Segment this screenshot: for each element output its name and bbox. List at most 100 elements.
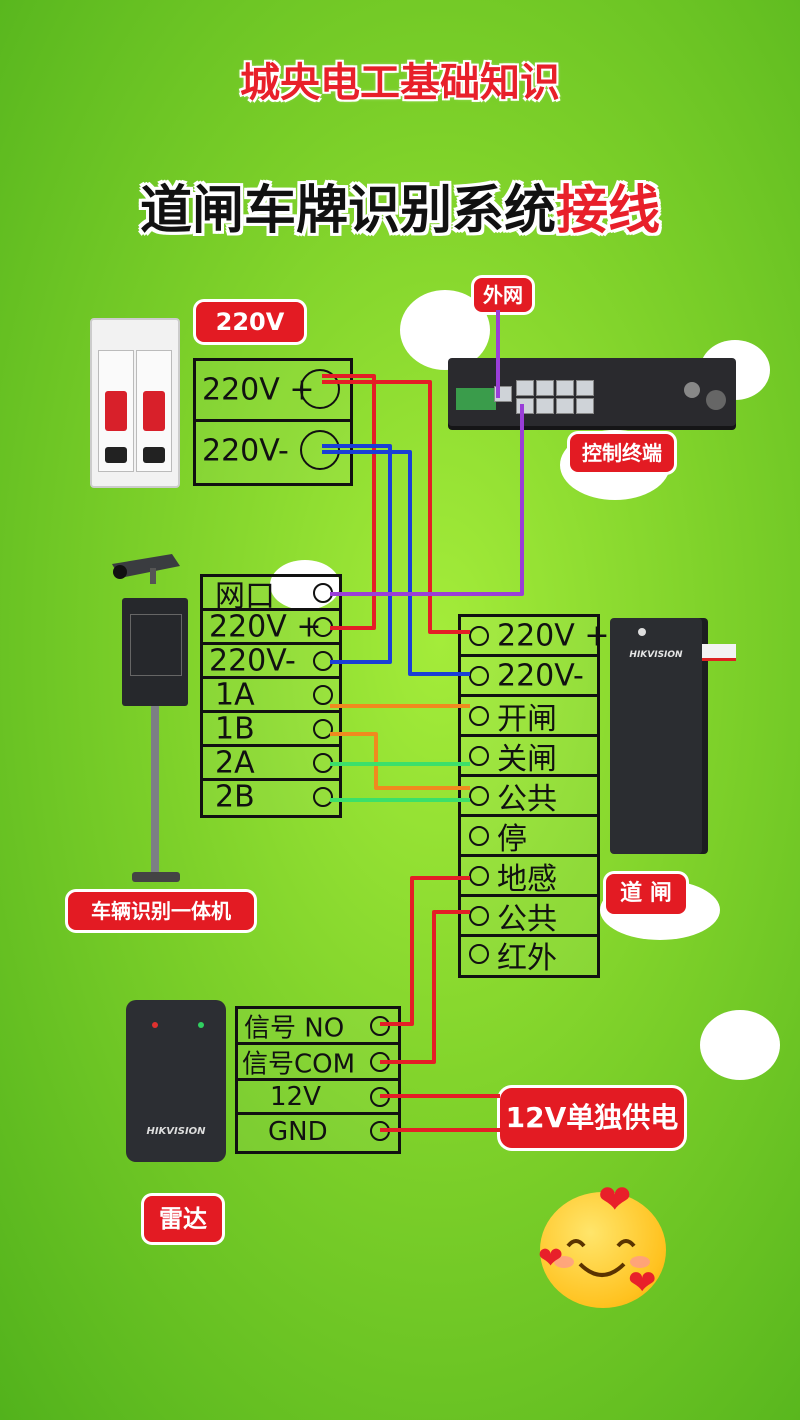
- barrier-row-label: 220V +: [497, 618, 610, 653]
- camera-row: 1A: [203, 677, 339, 713]
- barrier-row-label: 开闸: [497, 701, 557, 737]
- barrier-row-label: 公共: [497, 781, 557, 817]
- radar-tag: 雷达: [144, 1196, 222, 1242]
- red-wire: [380, 876, 470, 1026]
- control-terminal-tag: 控制终端: [570, 434, 674, 472]
- breaker-pole: [98, 350, 134, 472]
- breaker-switch: [105, 391, 127, 431]
- heart-icon: ❤: [598, 1177, 632, 1223]
- camera-row: 220V-: [203, 643, 339, 679]
- radar-row-label: 信号COM: [242, 1049, 356, 1079]
- page-title: 城央电工基础知识: [240, 60, 560, 106]
- breaker-terminal: [105, 447, 127, 463]
- camera-terminal: [313, 787, 333, 807]
- breaker-pole: [136, 350, 172, 472]
- ethernet-port: [576, 398, 594, 414]
- camera-terminal: [313, 719, 333, 739]
- power-socket: [706, 390, 726, 410]
- terminal-green-connector: [456, 388, 496, 410]
- camera-drawing: [112, 554, 180, 584]
- orange-wire: [330, 732, 470, 790]
- heart-icon: ❤: [538, 1241, 564, 1276]
- power-row: 220V-: [196, 422, 350, 480]
- camera-row-label: 220V +: [209, 609, 322, 644]
- barrier-row: 关闸: [461, 737, 597, 777]
- barrier-terminal: [469, 626, 489, 646]
- camera-row-label: 220V-: [209, 643, 296, 678]
- camera-row-label: 1B: [215, 711, 255, 746]
- green-led-icon: [198, 1022, 204, 1028]
- barrier-row: 停: [461, 817, 597, 857]
- barrier-brand: HIKVISION: [629, 650, 683, 660]
- barrier-terminal: [469, 746, 489, 766]
- red-wire: [322, 374, 376, 630]
- ethernet-port: [556, 398, 574, 414]
- ethernet-port: [536, 398, 554, 414]
- power-row-label: 220V-: [202, 433, 289, 469]
- radar-row-label: 信号 NO: [244, 1013, 345, 1043]
- breaker-switch: [143, 391, 165, 431]
- smiling-face-icon: [540, 1192, 666, 1308]
- blue-wire: [322, 450, 470, 676]
- camera-row-label: 网口: [215, 578, 275, 614]
- camera-unit-tag: 车辆识别一体机: [68, 892, 254, 930]
- camera-row: 2B: [203, 779, 339, 815]
- recognition-unit-body: [122, 598, 188, 706]
- barrier-row-label: 220V-: [497, 658, 584, 693]
- radar-row: 信号 NO: [238, 1009, 398, 1045]
- barrier-row: 220V +: [461, 617, 609, 657]
- external-network-tag: 外网: [474, 278, 532, 312]
- camera-icon: [110, 552, 190, 588]
- breaker-terminal: [143, 447, 165, 463]
- red-wire: [322, 380, 470, 634]
- barrier-terminal: [469, 906, 489, 926]
- ethernet-port: [576, 380, 594, 396]
- barrier-terminal: [469, 826, 489, 846]
- barrier-gate-device: HIKVISION: [610, 618, 702, 854]
- ethernet-port: [556, 380, 574, 396]
- barrier-row-label: 停: [497, 821, 527, 857]
- power-row: 220V +: [196, 361, 350, 422]
- radar-row-label: 12V: [270, 1081, 321, 1112]
- radar-row-label: GND: [268, 1116, 328, 1147]
- radar-row: 信号COM: [238, 1045, 398, 1081]
- power-terminal-screw: [300, 369, 340, 409]
- purple-wire: [330, 404, 524, 596]
- camera-row: 1B: [203, 711, 339, 747]
- circuit-breaker-image: [90, 318, 180, 488]
- camera-pole: [151, 706, 159, 876]
- heart-icon: ❤: [628, 1263, 657, 1303]
- radar-brand: HIKVISION: [146, 1126, 206, 1137]
- separate-power-tag: 12V单独供电: [500, 1088, 684, 1148]
- camera-row: 220V +: [203, 609, 339, 645]
- camera-terminal-block: 网口 220V + 220V- 1A 1B 2A 2B: [200, 574, 342, 818]
- power-socket: [684, 382, 700, 398]
- barrier-row-label: 地感: [497, 861, 557, 897]
- camera-row-label: 2B: [215, 779, 255, 815]
- barrier-tag: 道 闸: [606, 874, 686, 914]
- unit-label-plate: [130, 614, 182, 676]
- red-led-icon: [152, 1022, 158, 1028]
- blob: [700, 1010, 780, 1080]
- ethernet-port: [516, 380, 534, 396]
- barrier-arm-stub: [702, 644, 736, 661]
- camera-row: 网口: [203, 577, 339, 614]
- barrier-indicator: [638, 628, 646, 636]
- radar-row: 12V: [238, 1081, 398, 1115]
- radar-device: HIKVISION: [126, 1000, 226, 1162]
- camera-terminal: [313, 685, 333, 705]
- barrier-terminal-block: 220V + 220V- 开闸 关闸 公共 停 地感 公共 红外: [458, 614, 609, 978]
- barrier-terminal: [469, 786, 489, 806]
- ethernet-port: [536, 380, 554, 396]
- power-terminal-block: 220V + 220V-: [193, 358, 353, 486]
- smiling-face-drawing: [554, 1239, 650, 1277]
- barrier-row: 公共: [461, 777, 597, 817]
- diagram-title: 道闸车牌识别系统接线: [0, 168, 800, 243]
- barrier-row: 公共: [461, 897, 597, 937]
- diagram-title-main: 道闸车牌识别系统: [139, 181, 556, 241]
- camera-row-label: 2A: [215, 745, 255, 780]
- power-row-label: 220V +: [202, 372, 315, 408]
- barrier-row-label: 关闸: [497, 741, 557, 777]
- diagram-title-highlight: 接线: [556, 181, 661, 241]
